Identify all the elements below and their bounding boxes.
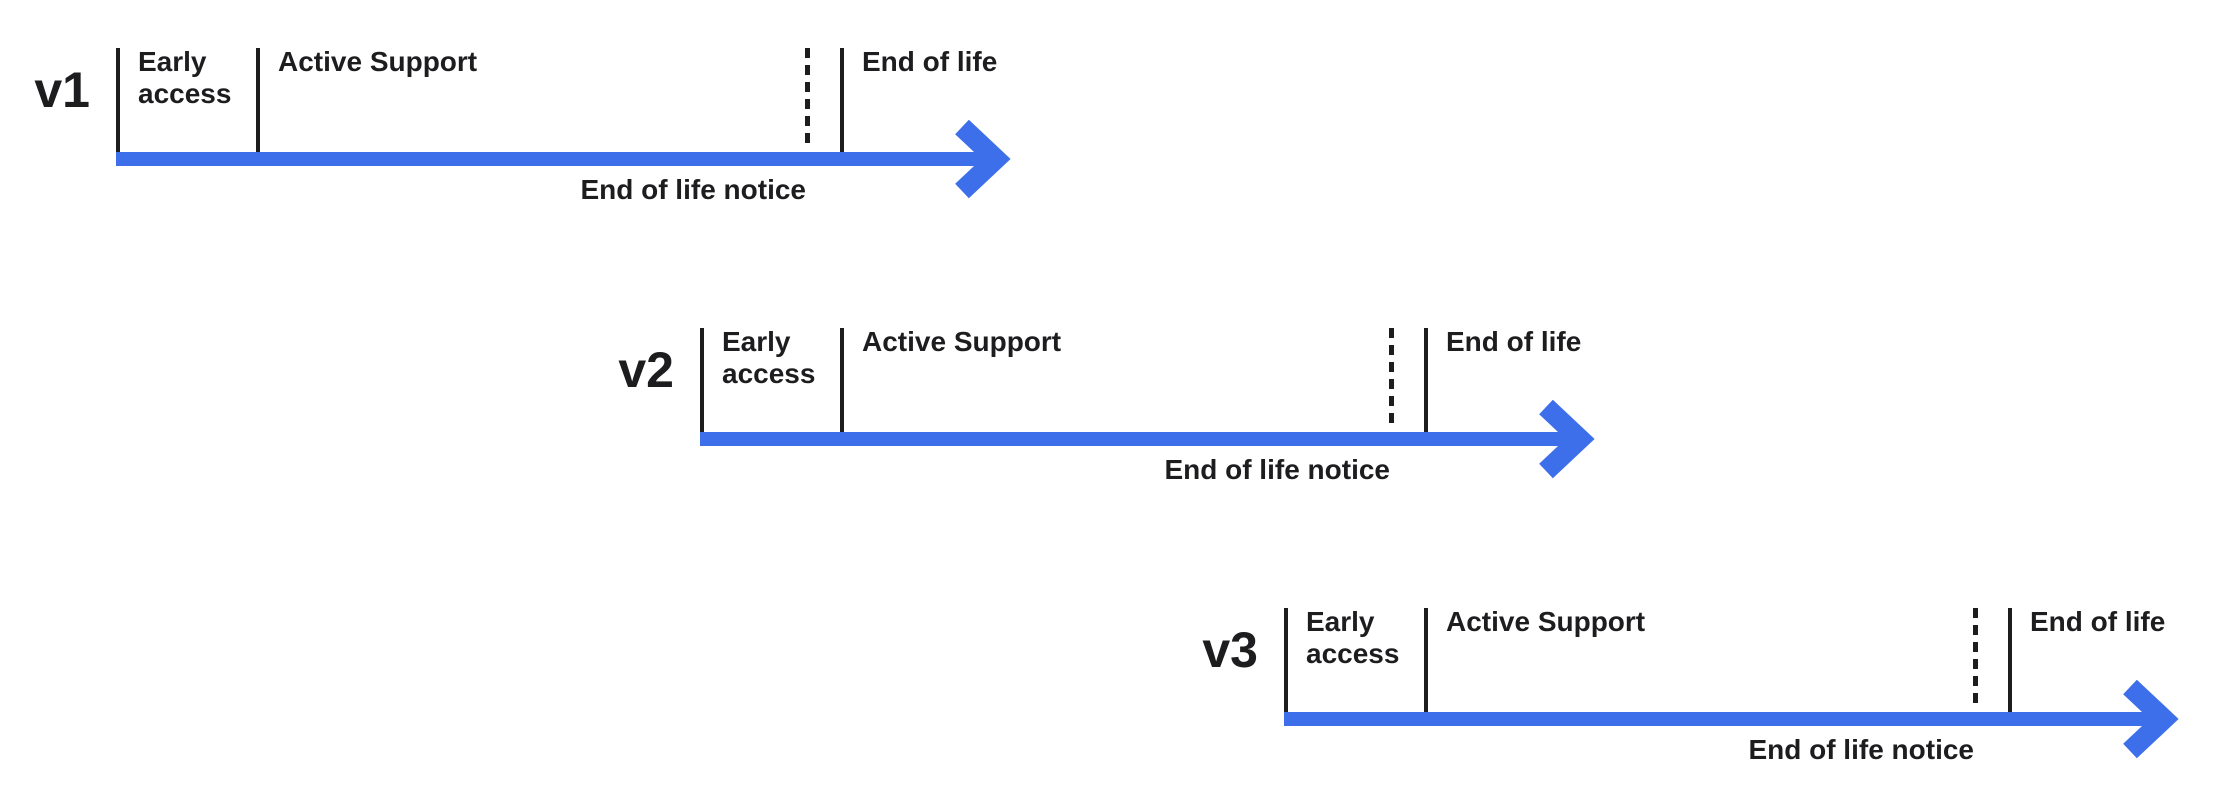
end-of-life-notice-dashed-tick	[805, 48, 810, 148]
end-of-life-label: End of life	[1446, 326, 1582, 357]
timeline-v3: v3 Early access Active Support End of li…	[1202, 606, 2196, 778]
active-support-tick	[840, 328, 844, 432]
end-of-life-notice-dashed-tick	[1973, 608, 1978, 708]
end-of-life-notice-label: End of life notice	[1748, 734, 1974, 765]
active-support-label: Active Support	[1446, 606, 1646, 637]
timeline-arrow	[700, 399, 1595, 479]
early-access-label: Early access	[138, 46, 232, 109]
end-of-life-label: End of life	[862, 46, 998, 77]
active-support-label: Active Support	[278, 46, 478, 77]
version-label: v3	[1202, 622, 1258, 678]
early-access-label: Early access	[722, 326, 816, 389]
end-of-life-notice-dashed-tick	[1389, 328, 1394, 428]
version-label: v1	[34, 62, 90, 118]
end-of-life-notice-label: End of life notice	[1164, 454, 1390, 485]
version-label: v2	[618, 342, 674, 398]
end-of-life-tick	[840, 48, 844, 152]
active-support-label: Active Support	[862, 326, 1062, 357]
end-of-life-label: End of life	[2030, 606, 2166, 637]
timeline-v1: v1 Early access Active Support End of li…	[34, 46, 1028, 218]
active-support-tick	[256, 48, 260, 152]
early-access-tick	[116, 48, 120, 152]
active-support-tick	[1424, 608, 1428, 712]
early-access-tick	[700, 328, 704, 432]
end-of-life-tick	[1424, 328, 1428, 432]
end-of-life-tick	[2008, 608, 2012, 712]
timeline-arrow	[116, 119, 1011, 199]
end-of-life-notice-label: End of life notice	[580, 174, 806, 205]
timeline-arrow	[1284, 679, 2179, 759]
early-access-label: Early access	[1306, 606, 1400, 669]
timeline-v2: v2 Early access Active Support End of li…	[618, 326, 1612, 498]
early-access-tick	[1284, 608, 1288, 712]
